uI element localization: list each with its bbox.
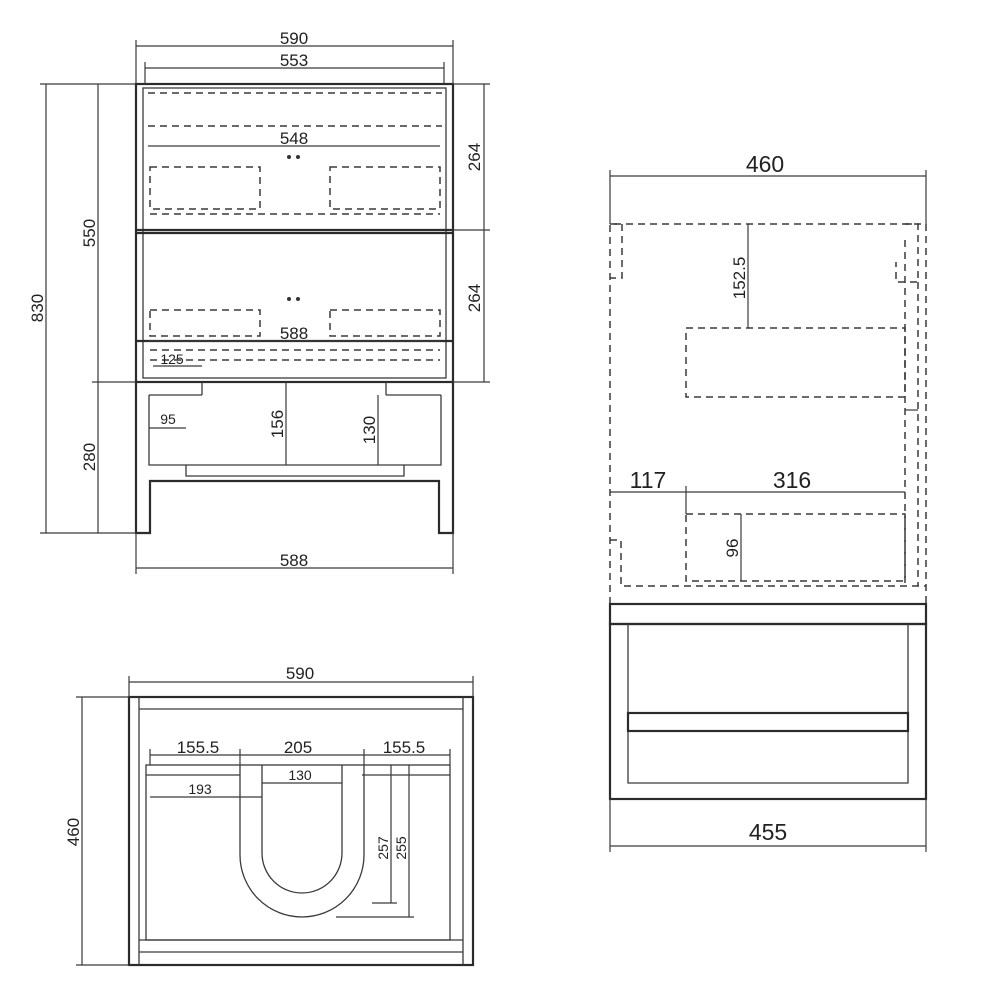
side-hidden-drawer-top [685, 327, 906, 398]
hidden-drawer-box-right-2 [329, 309, 441, 337]
side-hidden-base [610, 539, 926, 587]
dim-front-body-height: 550 [80, 219, 99, 247]
dim-side-152-5: 152.5 [730, 257, 749, 300]
leg-frame-outer [134, 382, 455, 535]
top-view: 590 155.5 205 155.5 130 193 257 255 460 [64, 664, 475, 967]
dim-side-depth: 460 [746, 151, 784, 177]
side-view: 460 152.5 117 316 96 455 [608, 151, 928, 852]
dim-side-117: 117 [630, 467, 667, 493]
dim-front-base-width: 588 [280, 551, 308, 570]
side-hidden-notch [610, 223, 623, 279]
dim-top-cutout-depth-a: 257 [375, 836, 391, 860]
dim-top-overall-width: 590 [286, 664, 314, 683]
dim-front-overall-width: 590 [280, 29, 308, 48]
dim-front-bottom-drawer: 588 [280, 324, 308, 343]
side-hidden-outline [609, 223, 927, 604]
side-stretcher [626, 711, 910, 733]
handle-dot [287, 297, 291, 301]
dim-front-130: 130 [360, 416, 379, 444]
side-frame-inner [627, 624, 909, 784]
dim-top-left-inner: 193 [188, 781, 212, 797]
dim-top-cutout-depth-b: 255 [393, 836, 409, 860]
handle-dot [287, 155, 291, 159]
plumbing-cutout-outer [239, 765, 365, 918]
dim-top-cutout-width: 130 [288, 767, 312, 783]
dim-side-316: 316 [773, 467, 811, 493]
plumbing-cutout-inner [261, 765, 343, 894]
leg-frame-inner [148, 395, 442, 477]
dim-front-95: 95 [160, 411, 176, 427]
dim-front-top-drawer: 548 [280, 129, 308, 148]
dim-front-leg-height: 280 [80, 443, 99, 471]
dim-front-125: 125 [160, 351, 184, 367]
hidden-drawer-box-left [149, 166, 261, 210]
handle-dot [296, 155, 300, 159]
dim-front-bottom-drawer-height: 264 [465, 284, 484, 312]
top-outline [127, 695, 475, 967]
dim-front-156: 156 [268, 410, 287, 438]
side-top-slab [608, 602, 928, 626]
dim-front-inner-width: 553 [280, 51, 308, 70]
dim-top-left-section: 155.5 [177, 738, 220, 757]
dim-front-top-drawer-height: 264 [465, 143, 484, 171]
side-hidden-drawer-bottom [685, 513, 906, 582]
dim-side-96: 96 [723, 539, 742, 558]
hidden-drawer-box-left-2 [149, 309, 261, 337]
dim-top-center-section: 205 [284, 738, 312, 757]
side-frame-outer [608, 622, 928, 801]
front-view: 590 553 548 588 125 95 156 130 588 830 [28, 29, 490, 574]
dim-side-base: 455 [749, 819, 787, 845]
handle-dot [296, 297, 300, 301]
dim-top-overall-depth: 460 [64, 818, 83, 846]
hidden-drawer-box-right [329, 166, 441, 210]
side-hidden-notch [895, 223, 919, 283]
dim-top-right-section: 155.5 [383, 738, 426, 757]
dim-front-overall-height: 830 [28, 294, 47, 322]
top-drawer-outline [145, 764, 451, 941]
